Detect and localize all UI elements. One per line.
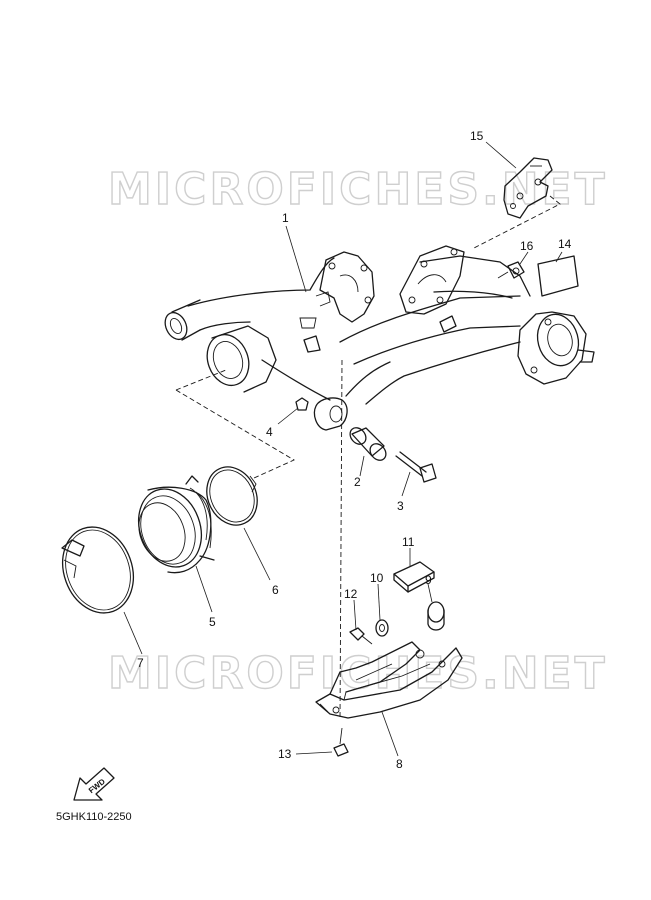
part-15-bracket[interactable]: [503, 157, 553, 219]
part-10-collar[interactable]: [375, 619, 389, 637]
callout-10: 10: [370, 571, 384, 585]
part-8-guard[interactable]: [315, 641, 463, 719]
dash-boot: [175, 369, 227, 391]
part-12-bolt[interactable]: [349, 627, 373, 645]
dash-15: [473, 195, 561, 249]
dash-vertical: [339, 359, 343, 721]
callout-3: 3: [397, 499, 404, 513]
callout-6: 6: [272, 583, 279, 597]
part-7-clamp[interactable]: [51, 517, 145, 623]
part-3-bolt[interactable]: [395, 451, 437, 483]
callout-7: 7: [137, 656, 144, 670]
watermark-top: MICROFICHES.NET: [108, 164, 608, 215]
part-1-swingarm[interactable]: [161, 245, 595, 431]
callout-12: 12: [344, 587, 358, 601]
diagram-code: 5GHK110-2250: [56, 811, 132, 823]
callout-8: 8: [396, 757, 403, 771]
callout-15: 15: [470, 129, 484, 143]
callout-1: 1: [282, 211, 289, 225]
part-2-bushing[interactable]: [347, 425, 389, 464]
dash-boot-lower: [175, 389, 295, 479]
callout-11: 11: [402, 535, 415, 549]
part-13-bolt[interactable]: [333, 727, 349, 757]
watermark-bottom: MICROFICHES.NET: [108, 648, 608, 699]
part-5-boot[interactable]: [128, 475, 215, 576]
callout-2: 2: [354, 475, 361, 489]
callout-13: 13: [278, 747, 292, 761]
part-1-boot-flange: [206, 325, 277, 393]
callout-5: 5: [209, 615, 216, 629]
part-11-pad[interactable]: [393, 561, 435, 593]
fwd-arrow-icon: FWD: [73, 767, 115, 801]
callout-4: 4: [266, 425, 273, 439]
part-6-clamp[interactable]: [198, 459, 267, 534]
callout-14: 14: [558, 237, 572, 251]
part-9-damper[interactable]: [427, 601, 445, 631]
callout-9: 9: [425, 573, 432, 587]
leader-lines: [123, 141, 563, 757]
callout-16: 16: [520, 239, 534, 253]
part-14-label[interactable]: [537, 255, 579, 297]
